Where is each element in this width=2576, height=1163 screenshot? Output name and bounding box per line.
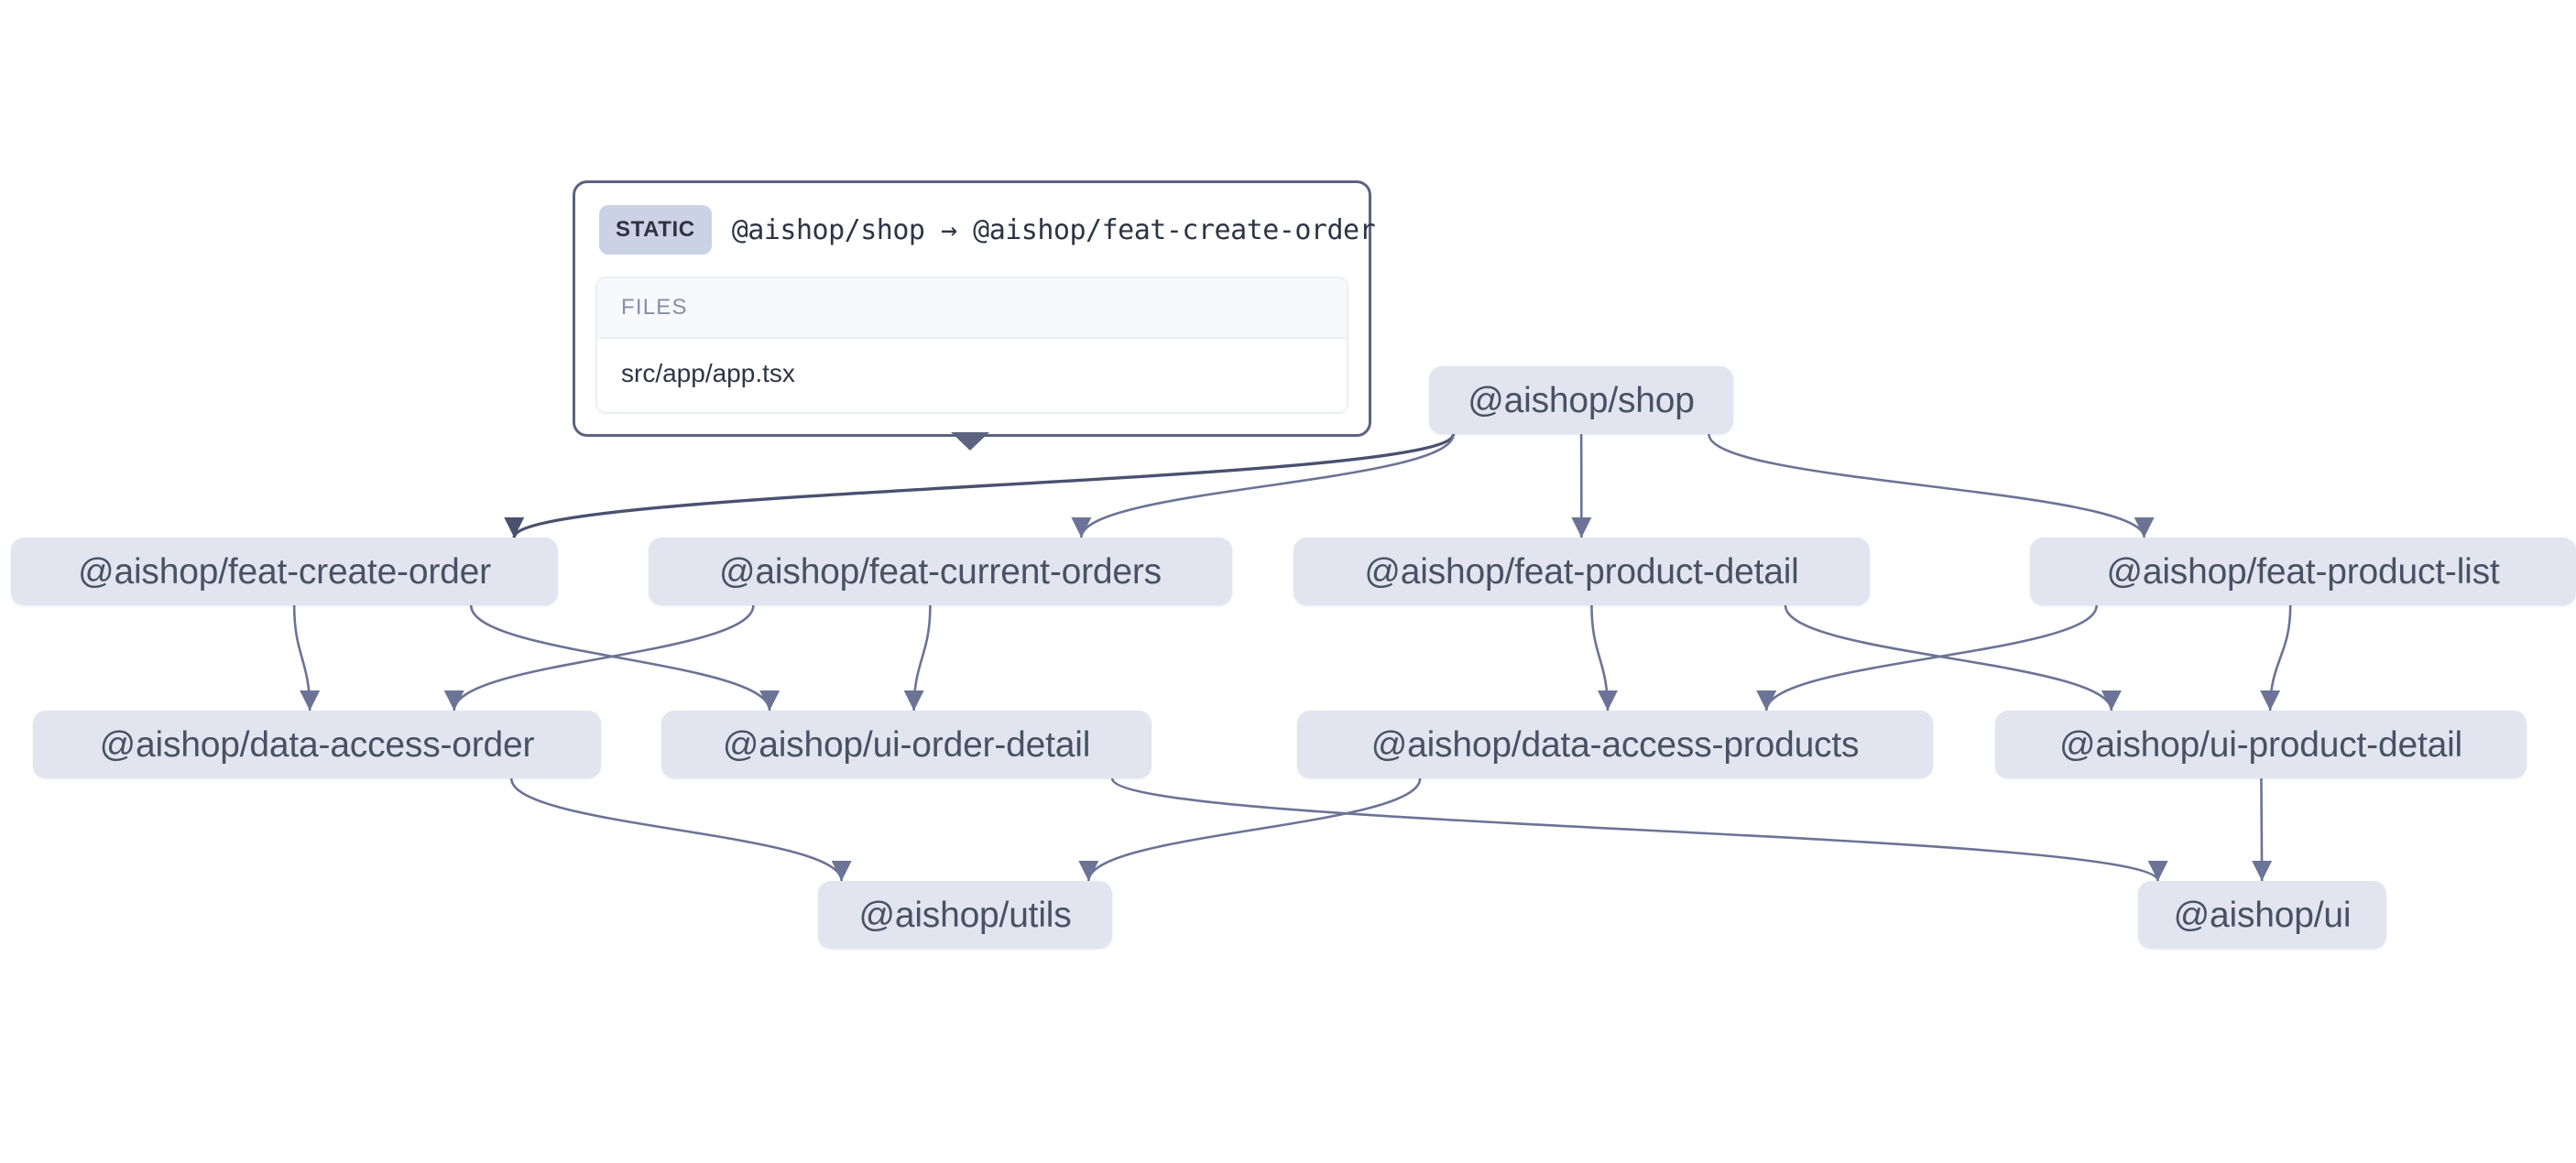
graph-node-ui-order-detail[interactable]: @aishop/ui-order-detail xyxy=(661,711,1152,778)
graph-edge-arrowhead xyxy=(1597,690,1618,711)
tooltip-files-panel: FILES src/app/app.tsx xyxy=(595,277,1348,414)
graph-edge-arrowhead xyxy=(1078,861,1099,881)
tooltip-header: STATIC @aishop/shop → @aishop/feat-creat… xyxy=(595,201,1376,264)
graph-edge-shop-to-feat-create-order[interactable] xyxy=(512,433,1456,538)
graph-edges-layer xyxy=(292,433,2292,882)
graph-edge-arrowhead xyxy=(443,690,464,711)
tooltip-pointer-icon xyxy=(951,432,989,451)
files-section-label: FILES xyxy=(597,278,1347,339)
graph-edge-arrowhead xyxy=(2252,861,2273,881)
dependency-type-badge: STATIC xyxy=(599,205,712,255)
graph-edge-shop-to-feat-product-list[interactable] xyxy=(1708,433,2145,538)
graph-edge-arrowhead xyxy=(300,690,321,711)
graph-edge-feat-product-detail-to-ui-product-detail[interactable] xyxy=(1784,604,2113,712)
graph-edge-arrowhead xyxy=(903,690,924,711)
graph-node-feat-product-list[interactable]: @aishop/feat-product-list xyxy=(2030,538,2576,605)
graph-node-feat-product-detail[interactable]: @aishop/feat-product-detail xyxy=(1293,538,1870,605)
graph-edge-data-access-products-to-utils[interactable] xyxy=(1087,777,1422,882)
graph-node-feat-create-order[interactable]: @aishop/feat-create-order xyxy=(11,538,558,605)
graph-edge-arrowhead xyxy=(759,690,780,711)
graph-edge-arrowhead xyxy=(1756,690,1777,711)
graph-node-data-access-products[interactable]: @aishop/data-access-products xyxy=(1297,711,1933,778)
graph-edge-arrowhead xyxy=(831,861,852,881)
dependency-title: @aishop/shop → @aishop/feat-create-order xyxy=(731,213,1376,246)
graph-edge-shop-to-feat-current-orders[interactable] xyxy=(1080,433,1455,538)
graph-edge-feat-product-list-to-data-access-products[interactable] xyxy=(1764,604,2098,712)
graph-edge-feat-create-order-to-ui-order-detail[interactable] xyxy=(469,604,771,712)
graph-node-utils[interactable]: @aishop/utils xyxy=(818,881,1112,949)
graph-edge-arrowhead xyxy=(1071,517,1092,538)
graph-edge-arrowhead xyxy=(2260,690,2281,711)
graph-edge-data-access-order-to-utils[interactable] xyxy=(509,777,843,882)
graph-edge-arrowhead xyxy=(2147,861,2168,881)
file-row[interactable]: src/app/app.tsx xyxy=(597,339,1347,412)
graph-node-feat-current-orders[interactable]: @aishop/feat-current-orders xyxy=(649,538,1232,605)
graph-edge-arrowhead xyxy=(504,517,525,538)
graph-edge-arrowhead xyxy=(2134,517,2155,538)
graph-node-ui-product-detail[interactable]: @aishop/ui-product-detail xyxy=(1995,711,2527,778)
graph-node-shop[interactable]: @aishop/shop xyxy=(1429,366,1733,434)
graph-edge-arrowhead xyxy=(2101,690,2122,711)
graph-node-data-access-order[interactable]: @aishop/data-access-order xyxy=(33,711,601,778)
graph-edge-arrowhead xyxy=(1571,517,1592,538)
dependency-tooltip: STATIC @aishop/shop → @aishop/feat-creat… xyxy=(573,180,1376,451)
files-list: src/app/app.tsx xyxy=(597,339,1347,412)
graph-edge-feat-current-orders-to-data-access-order[interactable] xyxy=(453,604,755,712)
graph-edge-ui-order-detail-to-ui[interactable] xyxy=(1110,777,2159,882)
graph-node-ui[interactable]: @aishop/ui xyxy=(2138,881,2386,949)
